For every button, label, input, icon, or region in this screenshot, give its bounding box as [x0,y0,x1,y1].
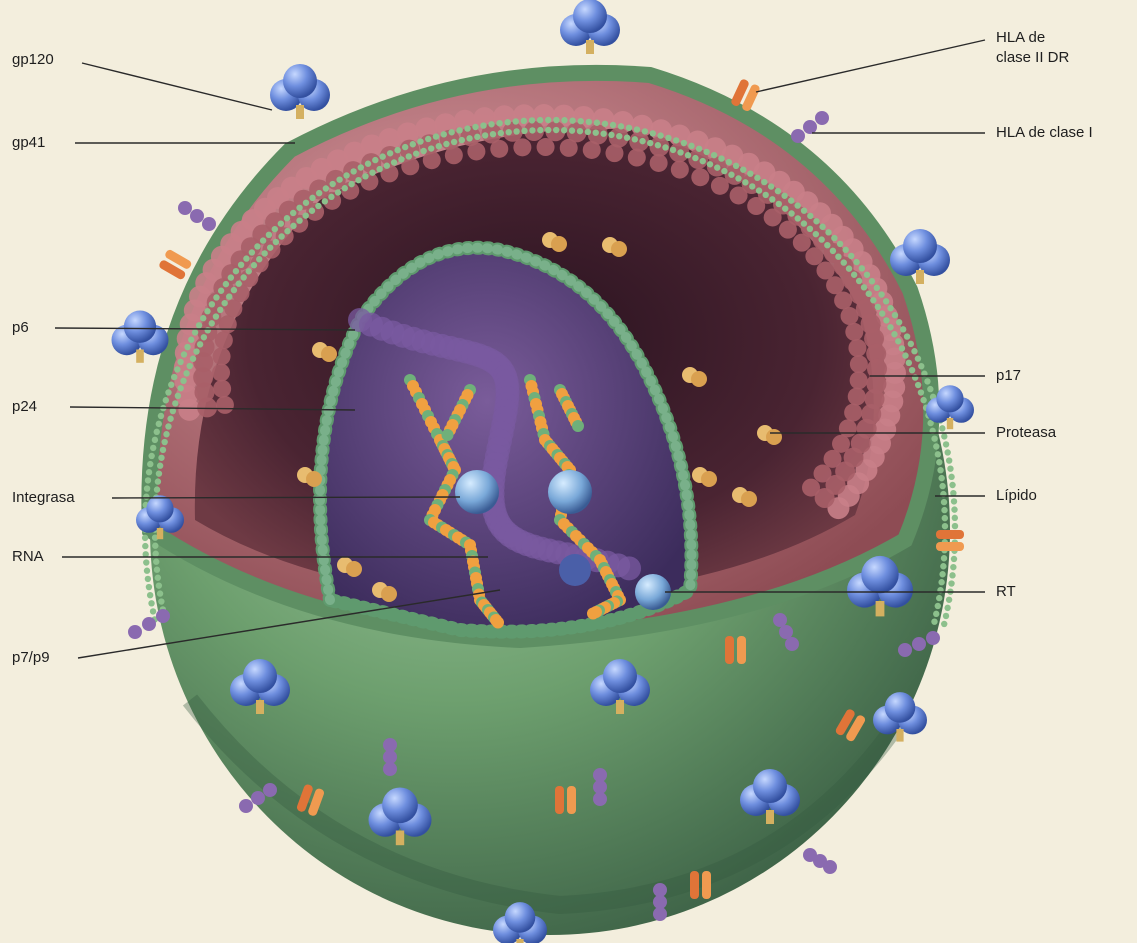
label-proteasa: Proteasa [996,423,1056,443]
label-hla-class-i: HLA de clase I [996,123,1093,143]
label-p17: p17 [996,366,1021,386]
label-hla-class-ii-line1: HLA de [996,28,1045,48]
leader-hla-ii [756,40,985,92]
label-p6: p6 [12,318,29,338]
leader-gp120 [82,63,272,110]
label-rt: RT [996,582,1016,602]
leader-integrasa [112,497,460,498]
label-integrasa: Integrasa [12,488,75,508]
label-p24: p24 [12,397,37,417]
label-rna: RNA [12,547,44,567]
label-p7p9: p7/p9 [12,648,50,668]
label-lipido: Lípido [996,486,1037,506]
label-hla-class-ii-line2: clase II DR [996,48,1069,68]
label-gp41: gp41 [12,133,45,153]
label-gp120: gp120 [12,50,54,70]
